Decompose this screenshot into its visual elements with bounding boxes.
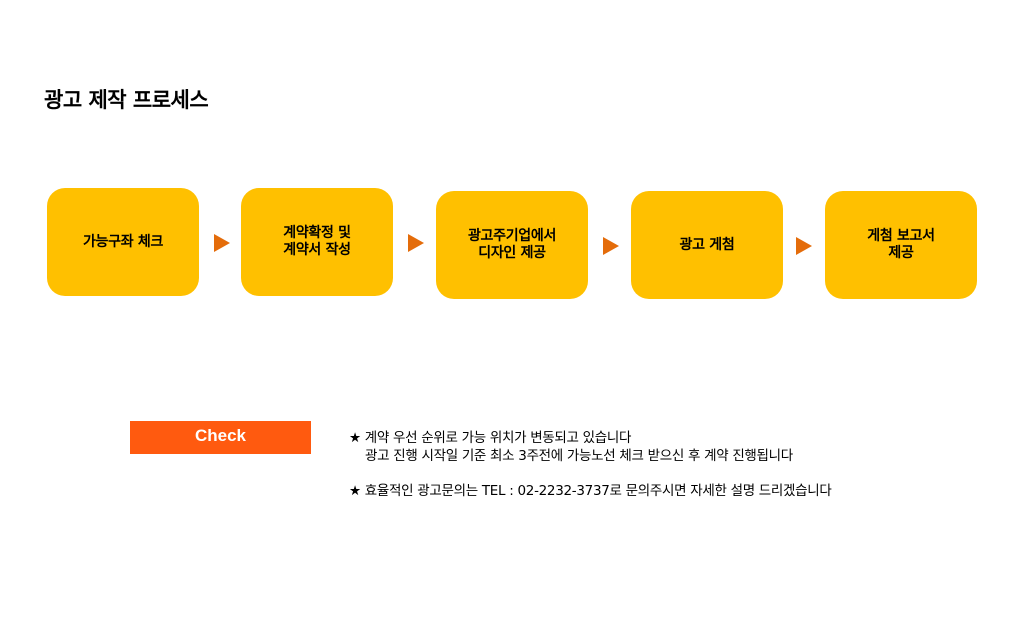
- process-step-design: 광고주기업에서 디자인 제공: [436, 191, 588, 299]
- arrow-right-icon: [408, 234, 424, 252]
- note-priority-line-2: 광고 진행 시작일 기준 최소 3주전에 가능노선 체크 받으신 후 계약 진행…: [365, 448, 793, 464]
- process-step-report: 게첨 보고서 제공: [825, 191, 977, 299]
- arrow-right-icon: [603, 237, 619, 255]
- page-title: 광고 제작 프로세스: [44, 88, 209, 112]
- note-contact: ★ 효율적인 광고문의는 TEL : 02-2232-3737로 문의주시면 자…: [349, 482, 832, 500]
- note-priority-line-1: ★ 계약 우선 순위로 가능 위치가 변동되고 있습니다: [349, 430, 632, 446]
- arrow-right-icon: [214, 234, 230, 252]
- note-contact-line-1: ★ 효율적인 광고문의는 TEL : 02-2232-3737로 문의주시면 자…: [349, 483, 832, 499]
- process-step-contract: 계약확정 및 계약서 작성: [241, 188, 393, 296]
- check-badge: Check: [130, 421, 311, 454]
- note-priority: ★ 계약 우선 순위로 가능 위치가 변동되고 있습니다 광고 진행 시작일 기…: [349, 429, 793, 465]
- arrow-right-icon: [796, 237, 812, 255]
- process-step-availability-check: 가능구좌 체크: [47, 188, 199, 296]
- process-step-posting: 광고 게첨: [631, 191, 783, 299]
